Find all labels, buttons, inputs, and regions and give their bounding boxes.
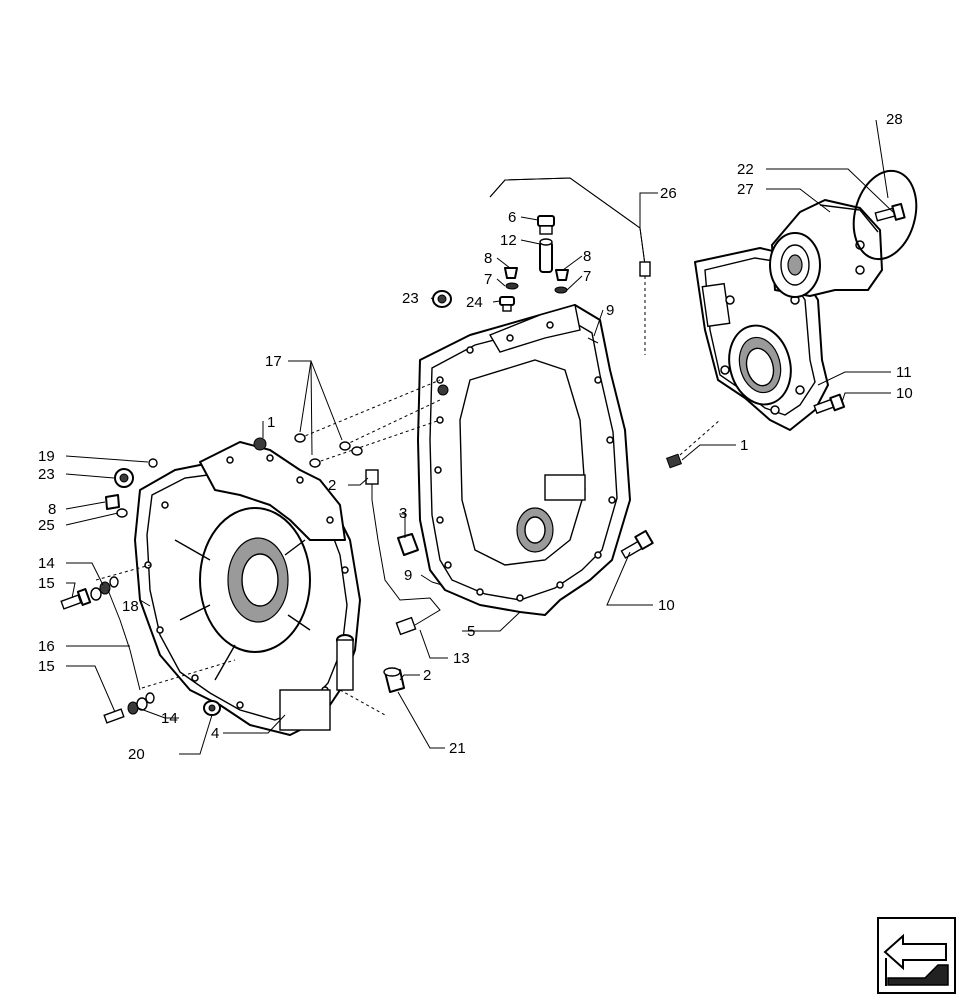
left-small-parts — [60, 458, 221, 724]
callout-14-top: 14 — [38, 555, 55, 572]
plug-8-top-right — [555, 269, 569, 281]
o-ring-28 — [852, 169, 918, 261]
callout-18: 18 — [122, 598, 139, 615]
callout-26: 26 — [660, 185, 677, 202]
bolt-10-upper — [813, 393, 846, 415]
callout-13: 13 — [453, 650, 470, 667]
callout-1-left: 1 — [267, 414, 275, 431]
callout-17: 17 — [265, 353, 282, 370]
plug-6 — [537, 215, 555, 235]
tube-26 — [489, 177, 651, 277]
callout-9-left: 9 — [404, 567, 412, 584]
callout-9-top: 9 — [606, 302, 614, 319]
callout-24: 24 — [466, 294, 483, 311]
hydraulic-pump-27 — [769, 199, 883, 298]
callout-28: 28 — [886, 111, 903, 128]
callout-2-top: 2 — [328, 477, 336, 494]
seal-7-left — [505, 282, 519, 290]
seal-7-right — [554, 286, 568, 294]
leader-lines — [65, 119, 894, 755]
callout-25: 25 — [38, 517, 55, 534]
callout-8-left: 8 — [484, 250, 492, 267]
callout-22: 22 — [737, 161, 754, 178]
plug-8-top-left — [504, 267, 518, 279]
callout-2-bottom: 2 — [423, 667, 431, 684]
callout-20: 20 — [128, 746, 145, 763]
plug-24 — [499, 296, 515, 312]
pin-9-left — [431, 581, 443, 586]
plug-23-top — [432, 290, 452, 308]
callout-5: 5 — [467, 623, 475, 640]
callout-3: 3 — [399, 505, 407, 522]
callout-8-left-lower: 8 — [48, 501, 56, 518]
callout-7-right: 7 — [583, 268, 591, 285]
callout-10-lower: 10 — [658, 597, 675, 614]
callout-6: 6 — [508, 209, 516, 226]
cap-3 — [397, 533, 419, 556]
callout-12: 12 — [500, 232, 517, 249]
callout-15-bottom: 15 — [38, 658, 55, 675]
callout-10-top: 10 — [896, 385, 913, 402]
bolt-10-lower — [620, 529, 654, 559]
callout-21: 21 — [449, 740, 466, 757]
callout-23-top: 23 — [402, 290, 419, 307]
plug-1-right — [666, 453, 682, 469]
pipe-12 — [539, 238, 553, 273]
next-page-arrow-icon[interactable] — [877, 917, 956, 994]
bolt-22 — [874, 202, 906, 222]
callout-7-left: 7 — [484, 271, 492, 288]
callout-4: 4 — [211, 725, 219, 742]
callout-labels: 28 22 27 26 6 12 8 7 8 7 23 24 9 17 11 1… — [38, 111, 913, 763]
callout-1-right: 1 — [740, 437, 748, 454]
pins-17 — [294, 379, 441, 468]
callout-23-left: 23 — [38, 466, 55, 483]
clutch-housing-18 — [134, 441, 361, 736]
plug-2-lower — [383, 667, 405, 693]
callout-8-right: 8 — [583, 248, 591, 265]
pin-9-right — [587, 337, 599, 344]
transmission-housing-5 — [417, 304, 631, 616]
callout-11: 11 — [896, 364, 912, 381]
pipe-13 — [365, 469, 441, 636]
callout-27: 27 — [737, 181, 754, 198]
plug-1-left — [253, 437, 267, 451]
callout-15-top: 15 — [38, 575, 55, 592]
callout-16: 16 — [38, 638, 55, 655]
callout-14-bottom: 14 — [161, 710, 178, 727]
callout-19: 19 — [38, 448, 55, 465]
